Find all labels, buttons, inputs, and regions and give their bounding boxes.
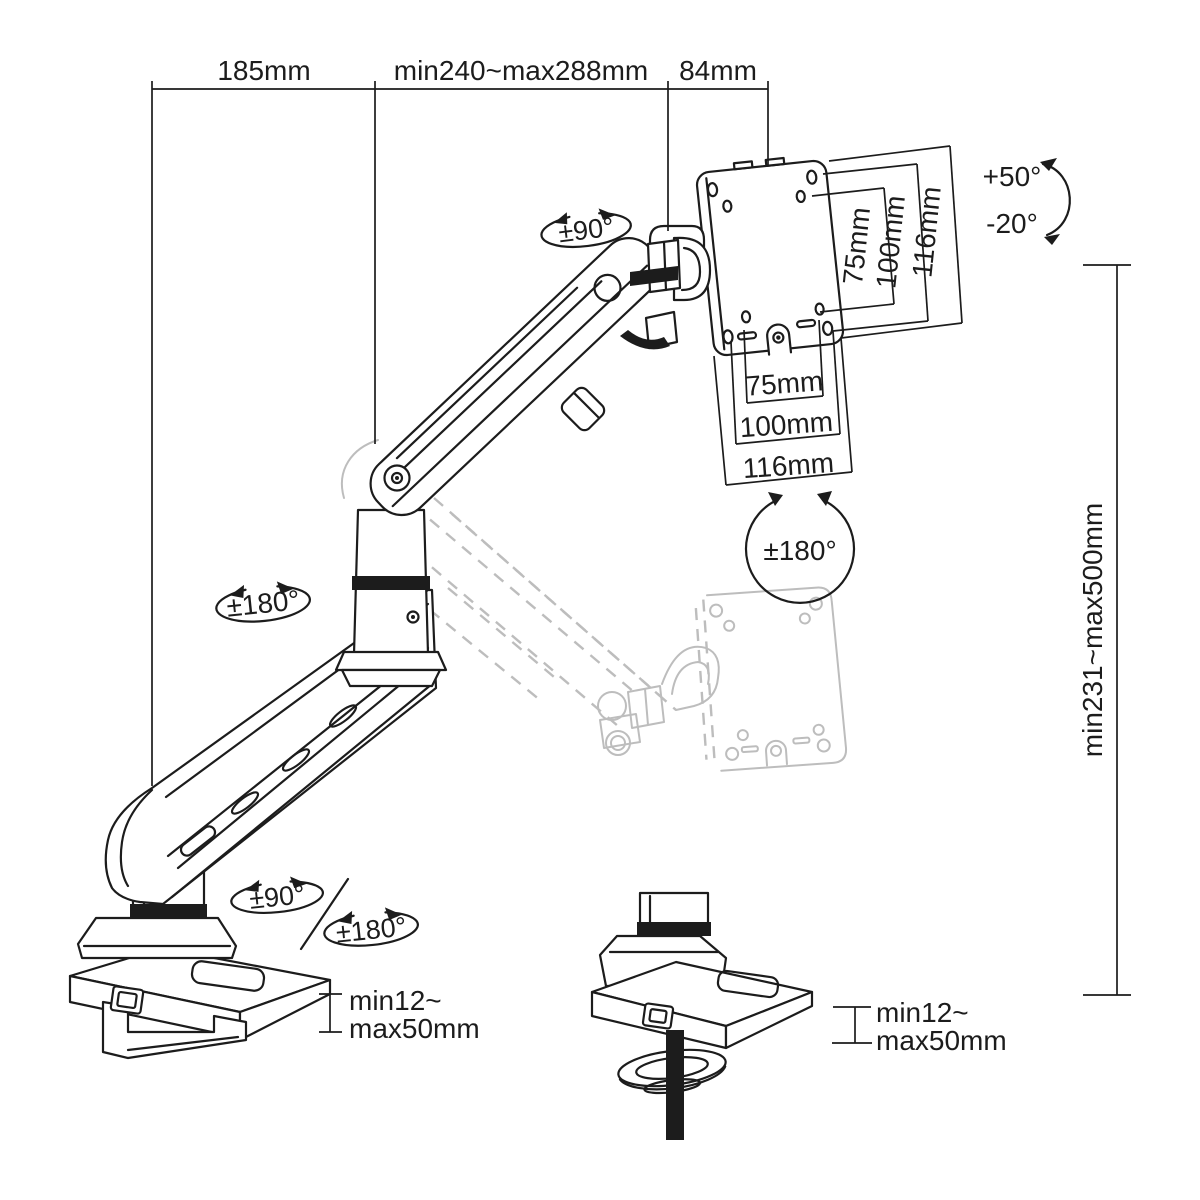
- arm-slot-2: [281, 748, 311, 772]
- tilt-down-label: -20°: [986, 208, 1038, 239]
- grommet-ring: [637, 922, 711, 936]
- head-pin: [630, 266, 678, 286]
- head-hook: [672, 236, 712, 302]
- elbow-ring: [352, 576, 430, 590]
- arm-slot-1: [230, 791, 260, 815]
- base-90-label: ±90°: [248, 879, 306, 915]
- height-dimension: min231~max500mm: [1077, 264, 1131, 996]
- tilt-annotation: +50° -20°: [983, 158, 1071, 245]
- vesa-hole-outer-tl: [706, 182, 719, 198]
- dim-label-185mm: 185mm: [217, 55, 310, 86]
- pivot-90-annotation: ±90°: [540, 208, 632, 249]
- arm-slot-3: [328, 704, 358, 728]
- elbow-180-label: ±180°: [225, 584, 301, 622]
- base-collar: [76, 916, 238, 960]
- tilt-up-label: +50°: [983, 161, 1042, 192]
- vesa-hole-inner-br: [814, 302, 825, 316]
- monitor-head-joint: [620, 224, 712, 350]
- grommet-min-label: min12~: [876, 997, 969, 1028]
- cable-clip: [560, 386, 606, 432]
- clamp-min-label: min12~: [349, 985, 442, 1016]
- base-cable-slot: [190, 960, 266, 992]
- grommet-base: [590, 891, 814, 1140]
- vesa-bottom-75-label: 75mm: [744, 365, 824, 401]
- vesa-hole-inner-bl: [740, 310, 752, 324]
- clamp-bracket: [101, 1000, 248, 1060]
- clamp-max-label: max50mm: [349, 1013, 480, 1044]
- grommet-bolt: [666, 1030, 684, 1140]
- tilt-arrow-arc: [1041, 162, 1071, 237]
- plate-180-label: ±180°: [763, 535, 836, 566]
- dim-label-84mm: 84mm: [679, 55, 757, 86]
- vesa-hole-outer-tr: [806, 169, 818, 185]
- base-180-label: ±180°: [334, 911, 407, 948]
- vesa-bottom-dimensions: 75mm 100mm 116mm: [713, 319, 853, 486]
- elbow-rotation-annotation: ±180°: [215, 581, 311, 623]
- vesa-side-100-label: 100mm: [870, 194, 911, 290]
- grommet-cable-slot: [716, 969, 780, 999]
- vesa-side-116-label: 116mm: [906, 185, 946, 279]
- plate-rotation-annotation: ±180°: [744, 491, 856, 604]
- riser-ring: [130, 904, 207, 918]
- head-lever: [620, 330, 670, 350]
- grommet-max-label: max50mm: [876, 1025, 1007, 1056]
- grommet-thickness-dimension: min12~ max50mm: [832, 997, 1007, 1056]
- elbow-joint: [334, 508, 448, 688]
- base-90-annotation: ±90°: [230, 876, 324, 915]
- vesa-bottom-116-label: 116mm: [742, 447, 835, 484]
- vesa-hole-outer-bl: [722, 329, 734, 345]
- height-range-label: min231~max500mm: [1077, 503, 1108, 757]
- annotation-divider: [299, 877, 350, 951]
- vesa-hole-inner-tr: [795, 189, 806, 204]
- dim-label-240-288mm: min240~max288mm: [394, 55, 648, 86]
- arm-pivot-hole: [593, 273, 622, 302]
- ghost-vesa-plate: [694, 586, 848, 772]
- ghost-elbow-arc: [340, 439, 379, 499]
- vesa-hole-outer-br: [822, 320, 834, 336]
- vesa-plate: [695, 156, 845, 357]
- base-180-annotation: ±180°: [323, 907, 419, 949]
- grommet-usb-port: [641, 1002, 675, 1030]
- elbow-screw: [406, 610, 420, 624]
- vesa-hole-inner-tl: [722, 199, 733, 213]
- arm-side-slot: [179, 825, 217, 857]
- pivot-90-label: ±90°: [557, 212, 616, 249]
- upper-arm: [369, 237, 661, 517]
- base-usb-port: [109, 985, 145, 1015]
- dimension-top: 185mm min240~max288mm 84mm: [151, 55, 769, 786]
- clamp-thickness-dimension: min12~ max50mm: [319, 985, 480, 1044]
- vesa-side-75-label: 75mm: [837, 206, 876, 287]
- vesa-bottom-100-label: 100mm: [739, 406, 834, 443]
